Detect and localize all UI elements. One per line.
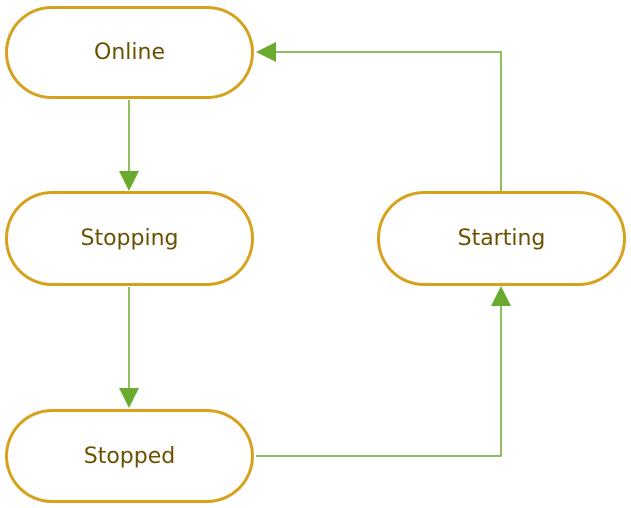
state-starting-label: Starting [457, 226, 546, 251]
arrowhead-stopped [119, 388, 139, 408]
connector-stopped-to-starting [256, 304, 502, 457]
state-stopped: Stopped [5, 409, 254, 503]
arrowhead-starting [491, 286, 511, 306]
arrowhead-online [256, 42, 276, 62]
state-starting: Starting [377, 191, 626, 286]
state-stopping: Stopping [5, 191, 254, 286]
state-online-label: Online [94, 40, 165, 65]
connector-starting-to-online [274, 51, 502, 191]
state-online: Online [5, 6, 254, 99]
state-stopped-label: Stopped [83, 443, 176, 469]
state-stopping-label: Stopping [80, 226, 179, 251]
arrowhead-stopping [119, 171, 139, 191]
